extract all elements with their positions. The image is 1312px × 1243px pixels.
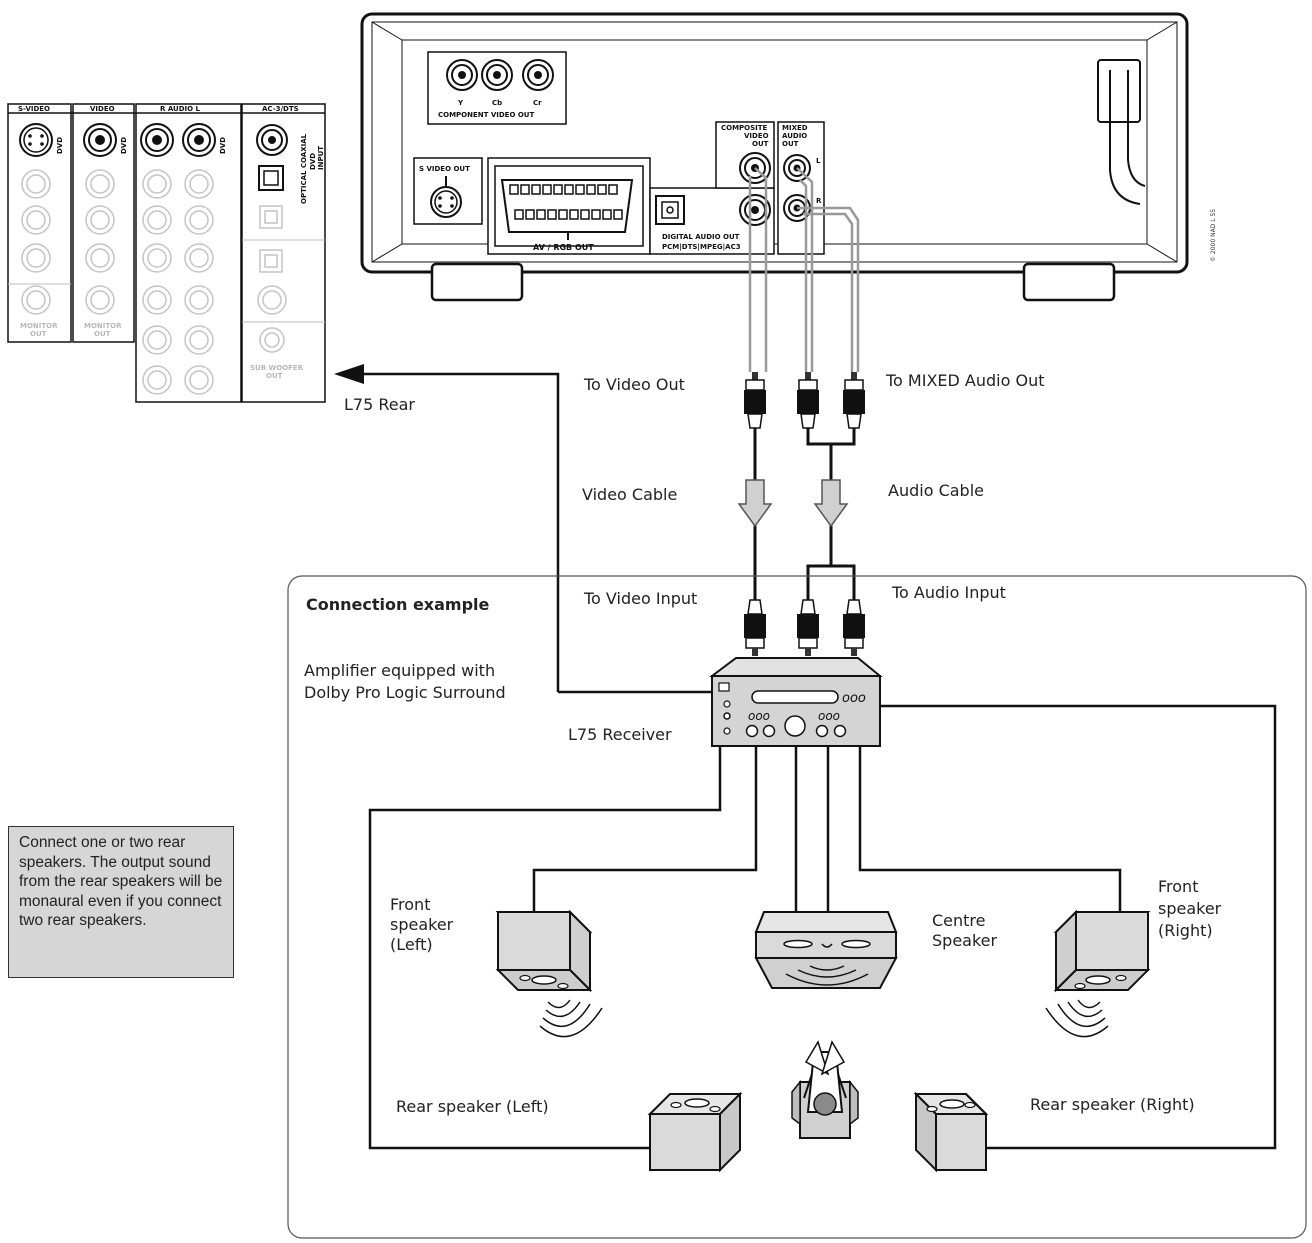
connection-example-title: Connection example	[306, 595, 490, 614]
dvd-label-video: DVD	[120, 137, 128, 154]
plug-top-video	[744, 372, 766, 429]
front-right-label-3: (Right)	[1158, 921, 1213, 940]
mixed-label-3: OUT	[782, 140, 799, 148]
composite-label-2: VIDEO	[744, 132, 769, 140]
audio-cable-arrow	[813, 479, 849, 528]
video-cable-label: Video Cable	[582, 485, 677, 504]
plug-top-audio-r	[843, 372, 865, 429]
player-cables	[748, 167, 860, 372]
header-ac3-dts: AC-3/DTS	[262, 105, 299, 113]
s-video-out-label: S VIDEO OUT	[419, 165, 470, 173]
header-video: VIDEO	[90, 105, 115, 113]
front-left-label-3: (Left)	[390, 935, 433, 954]
header-s-video: S-VIDEO	[18, 105, 50, 113]
front-right-label-2: speaker	[1158, 899, 1222, 918]
front-left-label-1: Front	[390, 895, 430, 914]
rear-speaker-note: Connect one or two rear speakers. The ou…	[8, 826, 234, 978]
to-mixed-audio-out-label: To MIXED Audio Out	[885, 371, 1045, 390]
component-label-y: Y	[457, 99, 464, 107]
composite-label-1: COMPOSITE	[721, 124, 768, 132]
s-video-out: S VIDEO OUT	[413, 157, 483, 225]
component-video-out: Y Cb Cr COMPONENT VIDEO OUT	[427, 51, 567, 125]
rear-right-label: Rear speaker (Right)	[1030, 1095, 1195, 1114]
component-label-cb: Cb	[492, 99, 502, 107]
mixed-r-label: R	[816, 197, 822, 205]
centre-label-1: Centre	[932, 911, 986, 930]
component-jack-cb	[481, 59, 513, 91]
receiver-rear-panel: S-VIDEO VIDEO R AUDIO L AC-3/DTS	[7, 103, 326, 403]
l75-receiver-label: L75 Receiver	[568, 725, 672, 744]
audio-l-dvd-jack	[182, 123, 216, 157]
dvd-player-rear-panel: Y Cb Cr COMPONENT VIDEO OUT S VIDEO OUT	[360, 12, 1217, 302]
copyright-label: © 2000 NAD L 55	[1210, 209, 1217, 262]
s-video-dvd-jack	[19, 123, 53, 157]
dvd-input-label-1: DVD	[309, 153, 317, 170]
mixed-label-1: MIXED	[782, 124, 808, 132]
svg-text:ooo: ooo	[748, 709, 770, 723]
to-audio-input-label: To Audio Input	[891, 583, 1006, 602]
rear-speaker-note-text: Connect one or two rear speakers. The ou…	[19, 834, 223, 929]
video-dvd-jack	[83, 123, 117, 157]
audio-cable-label: Audio Cable	[888, 481, 984, 500]
mixed-label-2: AUDIO	[782, 132, 807, 140]
digital-audio-out: DIGITAL AUDIO OUT PCM|DTS|MPEG|AC3	[649, 187, 775, 255]
component-jack-y	[446, 59, 478, 91]
svg-text:ooo: ooo	[818, 709, 840, 723]
centre-speaker	[754, 911, 898, 989]
av-rgb-out-label: AV / RGB OUT	[533, 243, 594, 252]
mixed-audio-out: MIXED AUDIO OUT L R	[777, 121, 825, 255]
monitor-out-label-video-1: MONITOR	[84, 322, 122, 330]
plug-bottom-audio-r	[843, 599, 865, 656]
plug-bottom-video	[744, 599, 766, 656]
l75-rear-label: L75 Rear	[344, 395, 415, 414]
sub-woofer-label-2: OUT	[266, 372, 283, 380]
rear-connection-arrow	[334, 364, 712, 694]
monitor-out-label-svideo-1: MONITOR	[20, 322, 58, 330]
dvd-label-audio: DVD	[219, 137, 227, 154]
speaker-wires	[368, 704, 1277, 1150]
amplifier-label-1: Amplifier equipped with	[304, 661, 495, 680]
sub-woofer-label-1: SUB WOOFER	[250, 364, 304, 372]
optical-coaxial-label: OPTICAL COAXIAL	[300, 133, 308, 204]
monitor-out-label-video-2: OUT	[94, 330, 111, 338]
svg-text:ooo: ooo	[842, 691, 866, 706]
centre-label-2: Speaker	[932, 931, 998, 950]
component-jack-cr	[522, 59, 554, 91]
audio-r-dvd-jack	[140, 123, 174, 157]
power-cord-icon	[1097, 59, 1146, 205]
listener-icon	[791, 1040, 859, 1139]
rear-left-label: Rear speaker (Left)	[396, 1097, 549, 1116]
rear-speaker-left	[647, 1091, 743, 1173]
front-right-label-1: Front	[1158, 877, 1198, 896]
av-rgb-out: AV / RGB OUT	[487, 157, 651, 255]
optical-dvd-jack	[258, 165, 284, 191]
front-speaker-right	[1045, 909, 1151, 1038]
coaxial-dvd-jack	[256, 124, 288, 156]
mixed-l-label: L	[816, 157, 821, 165]
dvd-input-label-2: INPUT	[317, 146, 325, 170]
digital-audio-out-label: DIGITAL AUDIO OUT	[662, 233, 740, 241]
dvd-label-svideo: DVD	[56, 137, 64, 154]
component-label-cr: Cr	[533, 99, 542, 107]
front-speaker-left	[495, 909, 603, 1038]
rear-speaker-right	[913, 1091, 989, 1173]
digital-formats-label: PCM|DTS|MPEG|AC3	[662, 243, 741, 252]
to-video-out-label: To Video Out	[583, 375, 685, 394]
monitor-out-label-svideo-2: OUT	[30, 330, 47, 338]
plug-bottom-audio-l	[797, 599, 819, 656]
plug-top-audio-l	[797, 372, 819, 429]
faint-jacks	[21, 169, 287, 395]
to-video-input-label: To Video Input	[583, 589, 697, 608]
connection-example-frame	[287, 575, 1307, 1239]
header-audio: R AUDIO L	[160, 105, 201, 113]
l75-receiver: ooo ooo ooo	[709, 657, 883, 747]
composite-label-3: OUT	[752, 140, 769, 148]
amplifier-label-2: Dolby Pro Logic Surround	[304, 683, 506, 702]
video-cable-arrow	[737, 479, 773, 528]
component-out-label: COMPONENT VIDEO OUT	[438, 111, 534, 119]
front-left-label-2: speaker	[390, 915, 454, 934]
